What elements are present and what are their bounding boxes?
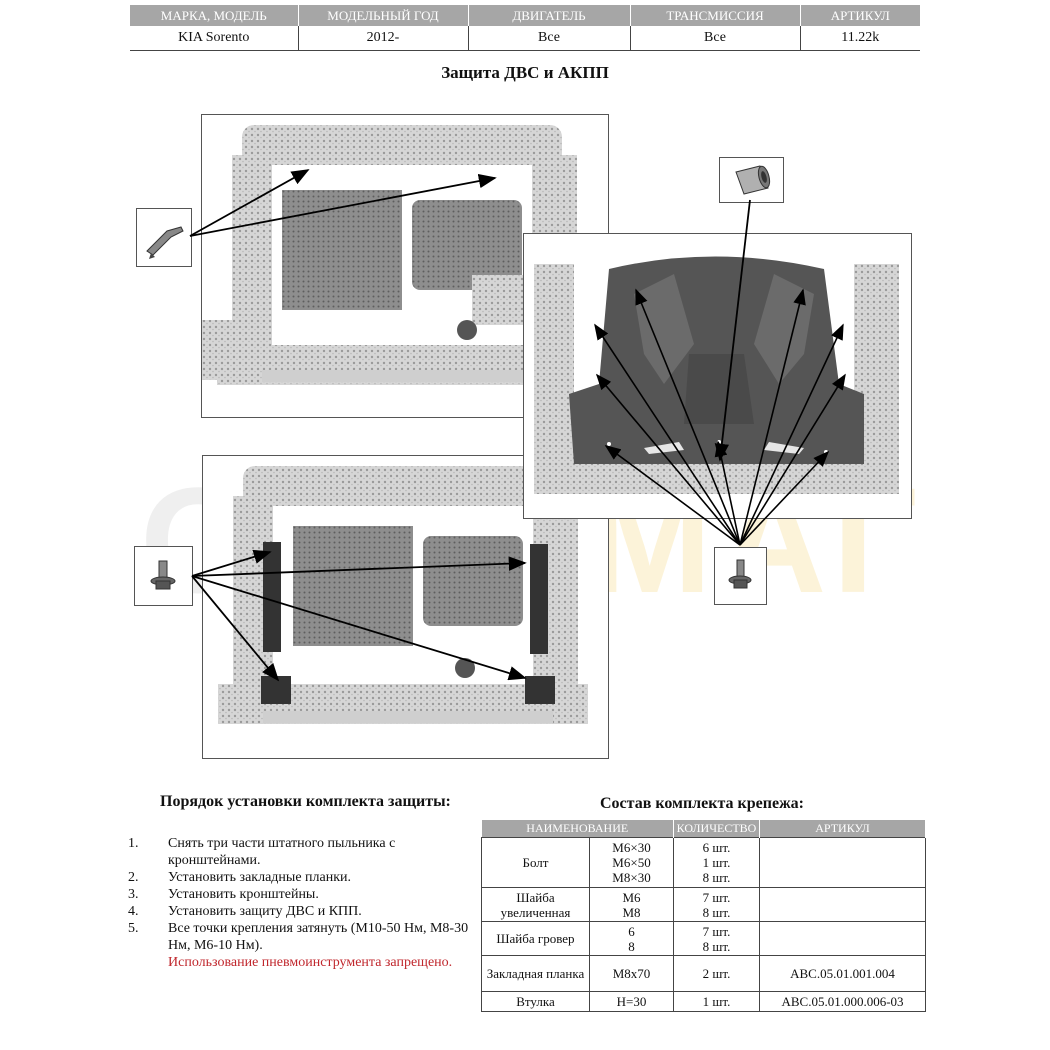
spec-value-model: KIA Sorento (130, 26, 299, 51)
bracket-right (530, 544, 548, 654)
fasteners-header-name: НАИМЕНОВАНИЕ (481, 820, 674, 838)
table-row: Втулка H=30 1 шт. ABC.05.01.000.006-03 (481, 991, 926, 1012)
spec-header-engine: ДВИГАТЕЛЬ (468, 5, 631, 26)
sleeve-icon (735, 165, 771, 195)
page-title: Защита ДВС и АКПП (441, 63, 609, 82)
bolt-icon-right (728, 559, 752, 589)
thumb-sleeve (719, 157, 784, 203)
spec-header-year: МОДЕЛЬНЫЙ ГОД (298, 5, 469, 26)
clip-icon (146, 226, 184, 259)
table-row: Закладная планка M8x70 2 шт. ABC.05.01.0… (481, 955, 926, 992)
install-heading: Порядок установки комплекта защиты: (160, 793, 451, 810)
install-step: 2.Установить закладные планки. (128, 870, 352, 885)
spec-header-transmission: ТРАНСМИССИЯ (630, 5, 801, 26)
install-step: 5.Все точки крепления затянуть (М10-50 Н… (128, 921, 469, 953)
spec-header-row: МАРКА, МОДЕЛЬ МОДЕЛЬНЫЙ ГОД ДВИГАТЕЛЬ ТР… (130, 5, 920, 26)
spec-value-row: KIA Sorento 2012- Все Все 11.22k (130, 26, 920, 51)
fasteners-heading: Состав комплекта крепежа: (600, 795, 804, 812)
bracket-left (263, 542, 281, 652)
thumb-bolt-right (714, 547, 767, 605)
spec-value-sku: 11.22k (800, 26, 920, 51)
spec-table: МАРКА, МОДЕЛЬ МОДЕЛЬНЫЙ ГОД ДВИГАТЕЛЬ ТР… (130, 5, 920, 51)
fasteners-header-qty: КОЛИЧЕСТВО (673, 820, 760, 838)
thumb-bolt-left (134, 546, 193, 606)
thumb-clip (136, 208, 192, 267)
spec-value-transmission: Все (630, 26, 801, 51)
install-step: 3.Установить кронштейны. (128, 887, 319, 902)
install-step: 1.Снять три части штатного пыльника с кр… (128, 836, 396, 868)
install-steps: 1.Снять три части штатного пыльника с кр… (128, 835, 488, 971)
fasteners-table: НАИМЕНОВАНИЕ КОЛИЧЕСТВО АРТИКУЛ Болт M6×… (481, 820, 926, 1012)
bolt-icon (150, 560, 176, 590)
spec-value-year: 2012- (298, 26, 469, 51)
install-step: 4.Установить защиту ДВС и КПП. (128, 904, 362, 919)
spec-value-engine: Все (468, 26, 631, 51)
fasteners-header-sku: АРТИКУЛ (759, 820, 926, 838)
install-warning: Использование пневмоинструмента запрещен… (168, 955, 453, 970)
brackets-illustration (218, 466, 588, 724)
fasteners-header-row: НАИМЕНОВАНИЕ КОЛИЧЕСТВО АРТИКУЛ (481, 820, 926, 838)
plate-right (525, 676, 555, 704)
spec-header-model: МАРКА, МОДЕЛЬ (130, 5, 299, 26)
spec-header-sku: АРТИКУЛ (800, 5, 920, 26)
